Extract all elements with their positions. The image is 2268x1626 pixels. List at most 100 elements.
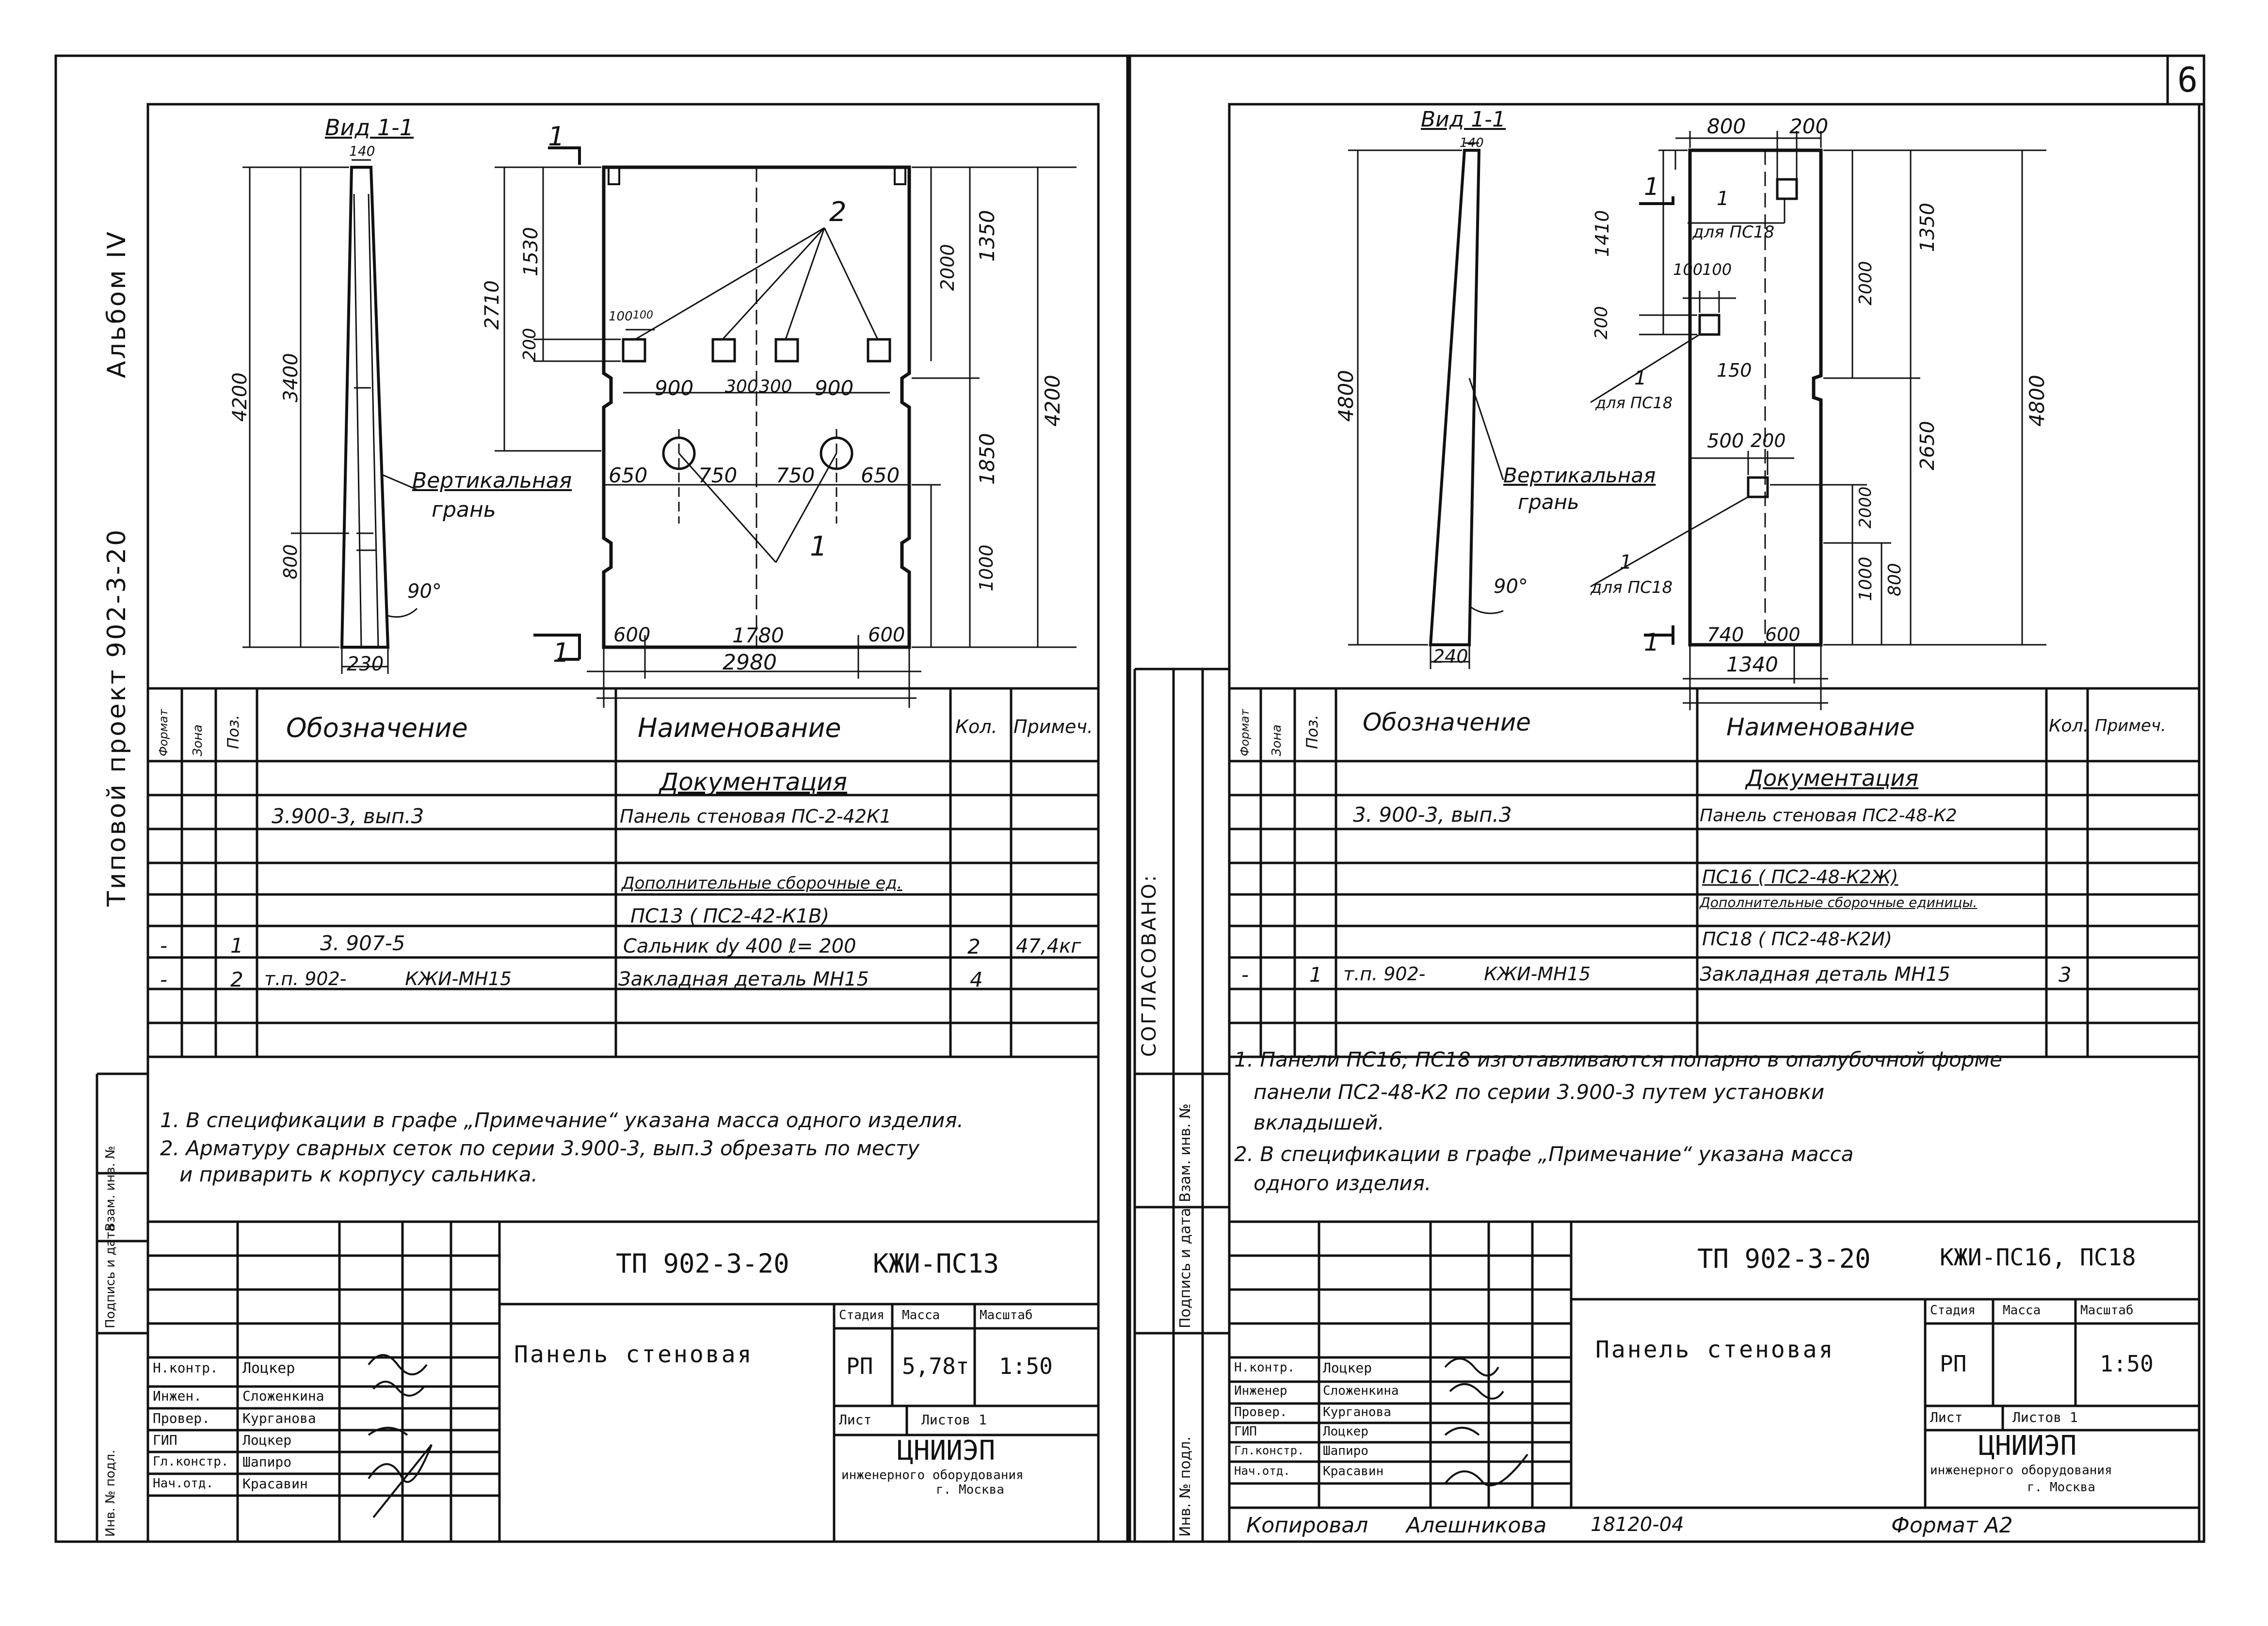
right-angle: 90° [1494,575,1528,598]
left-dim-600b: 600 [868,624,905,646]
left-staff-name-6: Красавин [242,1476,308,1492]
left-sheet-h: Лист [839,1412,872,1428]
right-dim-1410: 1410 [1592,210,1613,257]
left-staff-role-4: ГИП [153,1432,177,1448]
right-section-marker-top: 1 [1644,173,1659,201]
right-staff-role-4: ГИП [1234,1424,1257,1439]
right-spec-row4-name: Дополнительные сборочные единицы. [1700,894,1978,910]
left-spec-row5-note: 47,4кг [1016,935,1081,957]
right-spec-row6-name: Закладная деталь МН15 [1700,963,1950,986]
right-dim-740: 740 [1707,624,1744,646]
right-dim-200top: 200 [1789,114,1829,138]
right-dim-2000b: 2000 [1856,486,1875,528]
left-spec-row5-pos: - [160,934,168,957]
left-dim-750a: 750 [698,463,738,487]
inv-no-label: Инв. № подл. [1177,1436,1194,1537]
album-label: Альбом IV [102,229,131,378]
left-dim-140: 140 [349,143,375,159]
left-scale-h: Масштаб [980,1308,1033,1323]
left-spec-h-qty: Кол. [955,716,997,737]
right-section-marker-bottom: 1 [1644,628,1659,656]
right-dim-140: 140 [1460,136,1484,150]
right-spec-h-pos: Поз. [1303,715,1321,749]
right-sheet-code: КЖИ-ПС16, ПС18 [1940,1244,2136,1271]
right-dim-1-top: 1 [1717,188,1729,210]
right-spec-row3-name: ПС16 ( ПС2-48-К2Ж) [1702,866,1898,888]
right-dim-1350: 1350 [1916,203,1939,252]
left-dim-800: 800 [280,544,301,579]
right-dim-1000: 1000 [1856,557,1876,601]
left-dim-900a: 900 [655,376,694,400]
left-dim-300a: 300 [725,377,758,397]
right-for-ps18-top: для ПС18 [1692,223,1775,242]
left-spec-h-designation: Обозначение [286,713,468,743]
left-spec-h-pos: Поз. [224,715,242,749]
right-staff-name-3: Курганова [1323,1405,1391,1419]
right-spec-row1-name: Панель стеновая ПС2-48-К2 [1700,806,1957,826]
left-mass: 5,78т [902,1353,969,1379]
left-spec-section-doc: Документация [659,768,847,796]
left-sheet-code: КЖИ-ПС13 [873,1248,999,1279]
right-dim-800: 800 [1885,563,1905,596]
right-dim-100a: 100 [1673,260,1703,279]
left-dim-2000: 2000 [937,244,958,291]
right-org2: инженерного оборудования [1930,1463,2112,1478]
left-spec-row5-designation: 3. 907-5 [320,931,405,955]
right-spec-row5-name: ПС18 ( ПС2-48-К2И) [1702,928,1892,950]
right-dim-4800: 4800 [1334,370,1358,422]
right-vertical-face: Вертикальная [1503,463,1656,487]
left-dim-4200: 4200 [229,372,251,422]
left-dim-100a: 100 [609,309,633,324]
left-title: Панель стеновая [514,1341,754,1368]
left-dim-600a: 600 [613,624,651,646]
left-spec-row1-name: Панель стеновая ПС-2-42К1 [620,806,892,827]
right-staff-name-1: Лоцкер [1323,1360,1372,1376]
left-dim-3400: 3400 [280,353,302,402]
right-staff-role-6: Нач.отд. [1234,1464,1290,1478]
left-sheets-h: Листов 1 [921,1412,987,1428]
right-spec-h-designation: Обозначение [1363,708,1531,736]
right-for-ps18-mid: для ПС18 [1595,394,1673,412]
sign-date-label: Подпись и дата [1177,1208,1194,1329]
right-sheet-h: Лист [1930,1409,1963,1425]
left-callout-2: 2 [829,196,847,228]
left-dim-1000: 1000 [976,544,997,591]
left-staff-role-6: Нач.отд. [153,1476,214,1491]
right-dim-200: 200 [1592,306,1611,339]
left-view-label: Вид 1-1 [325,114,414,141]
left-staff-name-3: Курганова [242,1410,316,1426]
left-vertical-face2: грань [432,497,496,522]
project-label: Типовой проект 902-3-20 [102,527,131,907]
left-callout-1: 1 [810,531,827,562]
left-spec-row6-name: Закладная деталь МН15 [618,968,869,990]
left-dim-300b: 300 [759,377,792,397]
left-dim-4200r: 4200 [1041,375,1064,427]
right-note-5: одного изделия. [1234,1171,1432,1195]
right-staff-role-2: Инженер [1234,1384,1287,1398]
left-section-marker-bottom: 1 [553,638,570,668]
left-staff-role-1: Н.контр. [153,1360,218,1376]
right-dim-2650: 2650 [1916,421,1939,470]
right-spec-h-zone: Зона [1270,724,1284,756]
footer-copier: Алешникова [1406,1513,1547,1538]
left-spec-row6-pos: - [160,968,168,991]
left-section-marker-top: 1 [548,121,565,152]
footer-copied: Копировал [1246,1513,1368,1538]
left-mass-h: Масса [902,1308,940,1323]
right-note-1: 1. Панели ПС16; ПС18 изготавливаются поп… [1234,1048,2002,1071]
right-spec-row6-designation: т.п. 902- КЖИ-МН15 [1343,963,1591,985]
left-inv-no-label: Инв. № подл. [103,1450,118,1537]
footer-order: 18120-04 [1591,1514,1684,1536]
left-dim-650b: 650 [861,463,900,487]
left-org3: г. Москва [936,1483,1004,1497]
right-mass-h: Масса [2003,1303,2041,1318]
left-note-1: 1. В спецификации в графе „Примечание“ у… [160,1108,964,1132]
right-vertical-face2: грань [1518,490,1579,514]
right-staff-role-3: Провер. [1234,1405,1287,1419]
left-dim-1530: 1530 [520,227,542,276]
left-staff-name-4: Лоцкер [242,1432,292,1448]
right-dim-1-mid: 1 [1634,367,1647,389]
right-for-ps18-low: для ПС18 [1591,578,1673,597]
right-sheets-h: Листов 1 [2012,1409,2078,1425]
